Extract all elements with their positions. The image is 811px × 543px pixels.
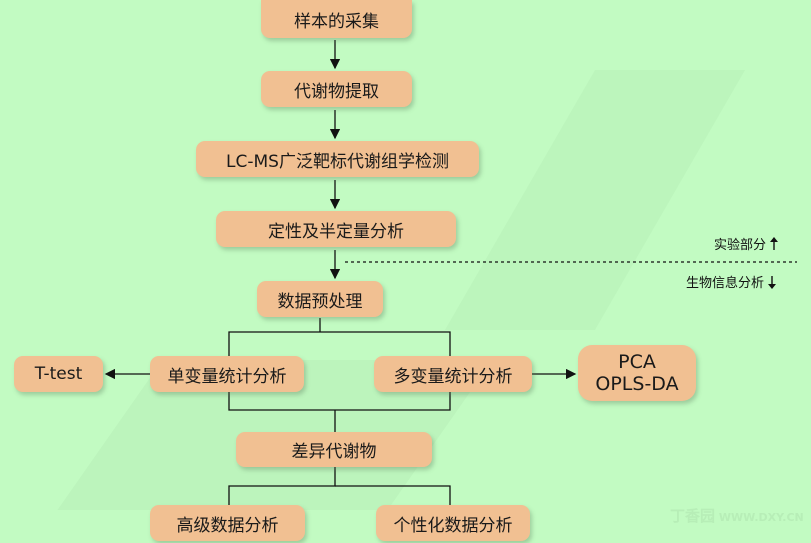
arrow-up-icon	[770, 236, 779, 250]
node-pca-label: PCA	[618, 351, 656, 373]
node-sample-collection: 样本的采集	[261, 0, 412, 38]
node-multivariate: 多变量统计分析	[374, 356, 532, 392]
node-lcms-detection: LC-MS广泛靶标代谢组学检测	[196, 141, 479, 177]
node-ttest-label: T-test	[34, 364, 83, 384]
node-diff-metabolites: 差异代谢物	[236, 432, 432, 467]
node-advanced-analysis: 高级数据分析	[150, 505, 305, 541]
node-univariate-label: 单变量统计分析	[167, 366, 287, 387]
line-diff-to-personalized	[335, 485, 451, 505]
node-univariate: 单变量统计分析	[150, 356, 304, 392]
node-preprocessing: 数据预处理	[257, 281, 383, 317]
node-oplsda-label: OPLS-DA	[595, 373, 679, 395]
arrow-down-icon	[768, 275, 777, 289]
section-experiment: 实验部分	[714, 234, 779, 253]
node-ttest: T-test	[14, 356, 103, 392]
node-pca-oplsda: PCA OPLS-DA	[578, 345, 696, 401]
node-personalized-analysis: 个性化数据分析	[376, 505, 530, 541]
node-multivariate-label: 多变量统计分析	[393, 366, 513, 387]
node-preprocessing-label: 数据预处理	[277, 291, 363, 312]
node-lcms-detection-label: LC-MS广泛靶标代谢组学检测	[226, 151, 449, 172]
node-diff-metabolites-label: 差异代谢物	[291, 442, 377, 462]
node-sample-collection-label: 样本的采集	[294, 11, 379, 32]
section-experiment-label: 实验部分	[714, 238, 767, 253]
node-personalized-analysis-label: 个性化数据分析	[393, 515, 513, 536]
node-metabolite-extraction-label: 代谢物提取	[294, 81, 379, 102]
node-metabolite-extraction: 代谢物提取	[261, 71, 412, 107]
node-quantitative-analysis: 定性及半定量分析	[216, 211, 456, 247]
node-advanced-analysis-label: 高级数据分析	[176, 515, 279, 536]
section-bioinfo-label: 生物信息分析	[686, 276, 765, 291]
bracket-stats	[228, 318, 451, 411]
line-diff-to-advanced	[228, 467, 336, 505]
section-bioinfo: 生物信息分析	[686, 272, 777, 291]
node-quantitative-analysis-label: 定性及半定量分析	[268, 221, 404, 242]
